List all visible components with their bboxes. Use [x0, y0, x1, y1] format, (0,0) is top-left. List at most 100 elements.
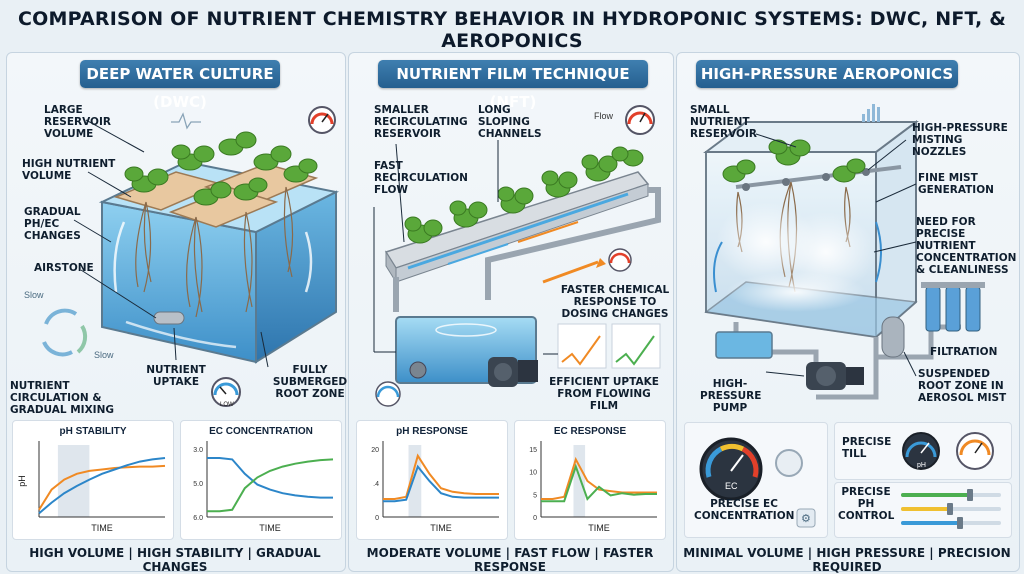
label-precise-ec: PRECISE EC CONCENTRATION	[694, 498, 795, 522]
aero-pump-icon	[806, 362, 864, 390]
series-line-1	[38, 457, 166, 515]
label-efficient-uptake: EFFICIENT UPTAKE FROM FLOWING FILM	[549, 376, 659, 412]
ph-gauge-label: pH	[917, 462, 926, 469]
ph-slider-thumb[interactable]	[967, 489, 973, 501]
ph-slider-thumb[interactable]	[947, 503, 953, 515]
aero-reservoir	[715, 331, 773, 359]
slow-label: Slow	[94, 350, 114, 360]
chart-ph-stability-box: pH STABILITY TIME pH	[12, 420, 174, 540]
label-smaller-reservoir: SMALLER RECIRCULATING RESERVOIR	[374, 104, 468, 140]
label-gradual-changes: GRADUAL pH/EC CHANGES	[24, 206, 81, 242]
chart-ec-response-box: EC RESPONSE TIME 15 10 5 0	[514, 420, 666, 540]
label-fine-mist: FINE MIST GENERATION	[918, 172, 994, 196]
label-long-sloping-channels: LONG SLOPING CHANNELS	[478, 104, 542, 140]
ph-sliders	[901, 489, 1001, 529]
series-line-0	[38, 464, 166, 511]
nft-pump-icon	[488, 357, 538, 387]
label-nutrient-uptake: NUTRIENT UPTAKE	[146, 364, 206, 388]
dwc-roots	[135, 186, 294, 318]
series-line-0	[541, 456, 657, 500]
footer-dwc: HIGH VOLUME | HIGH STABILITY | GRADUAL C…	[29, 546, 321, 574]
label-large-reservoir: LARGE RESERVOIR VOLUME	[44, 104, 111, 140]
chart-shade	[573, 445, 586, 517]
label-small-nutrient-reservoir: SMALL NUTRIENT RESERVOIR	[690, 104, 757, 140]
dwc-gauge-icon	[308, 106, 336, 134]
y-axis-label: pH	[17, 475, 27, 487]
chart-title: pH STABILITY	[59, 426, 126, 437]
y-tick-label: 6.0	[193, 515, 203, 522]
footer-nft: MODERATE VOLUME | FAST FLOW | FASTER RES…	[366, 546, 654, 574]
series-line-1	[541, 463, 657, 503]
chart-ec-concentration-box: EC CONCENTRATION TIME 3.0 5.0 6.0	[180, 420, 342, 540]
label-circulation: NUTRIENT CIRCULATION & GRADUAL MIXING	[10, 380, 114, 416]
label-need-precise: NEED FOR PRECISE NUTRIENT CONCENTRATION …	[916, 216, 1017, 276]
low-gauge-icon: LOW	[211, 377, 241, 408]
response-gauge-icon	[608, 248, 632, 272]
misting-bar	[735, 165, 902, 189]
bottom-gauge-icon	[375, 381, 401, 407]
chart-ec-response: EC RESPONSE TIME 15 10 5 0	[529, 426, 657, 533]
chart-ec-concentration: EC CONCENTRATION TIME 3.0 5.0 6.0	[193, 426, 334, 533]
page-title: COMPARISON OF NUTRIENT CHEMISTRY BEHAVIO…	[17, 8, 1006, 52]
y-tick-label: .4	[373, 481, 379, 488]
aero-illustration	[703, 104, 985, 400]
ph-control-panel	[834, 482, 1012, 538]
chart-title: EC RESPONSE	[554, 426, 627, 437]
label-airstone: AIRSTONE	[34, 262, 94, 274]
label-precise-ph: PRECISE pH CONTROL	[838, 486, 895, 522]
label-precise-till: PRECISE TILL	[842, 436, 892, 460]
x-axis-label: TIME	[588, 523, 610, 533]
ec-control-panel: EC ⚙	[684, 422, 828, 538]
settings-icon[interactable]	[796, 508, 816, 528]
series-line-1	[207, 458, 334, 513]
aero-plants	[722, 139, 866, 183]
nft-valve-icon	[409, 361, 427, 379]
slow-label: Slow	[24, 290, 44, 300]
ec-knob[interactable]	[775, 449, 803, 477]
panel-title-dwc: DEEP WATER CULTURE (DWC)	[80, 60, 280, 111]
y-tick-label: 0	[533, 515, 537, 522]
ec-gauge-graphic: EC ⚙	[699, 437, 816, 528]
series-line-1	[383, 464, 499, 503]
y-tick-label: 5	[533, 492, 537, 499]
label-suspended-root-zone: SUSPENDED ROOT ZONE IN AEROSOL MIST	[918, 368, 1007, 404]
svg-text:LOW: LOW	[220, 402, 234, 408]
x-axis-label: TIME	[91, 523, 113, 533]
circulation-icon	[42, 308, 88, 357]
y-tick-label: 20	[371, 447, 379, 454]
y-tick-label: 10	[529, 470, 537, 477]
label-misting-nozzles: HIGH-PRESSURE MISTING NOZZLES	[912, 122, 1008, 158]
series-line-0	[207, 457, 333, 499]
response-arrow	[542, 260, 599, 284]
nft-return-pipe	[485, 187, 661, 300]
ph-gauges-graphic: pH	[902, 432, 994, 470]
label-high-pressure-pump: HIGH-PRESSURE PUMP	[700, 378, 762, 414]
x-axis-label: TIME	[259, 523, 281, 533]
pulse-icon	[171, 112, 201, 130]
chart-title: pH RESPONSE	[396, 426, 468, 437]
y-tick-label: 3.0	[193, 447, 203, 454]
label-high-nutrient-volume: HIGH NUTRIENT VOLUME	[22, 158, 116, 182]
dwc-illustration: Slow Slow LOW	[24, 106, 340, 408]
chart-title: EC CONCENTRATION	[209, 426, 313, 437]
y-tick-label: 0	[375, 515, 379, 522]
bar-chart-icon	[862, 104, 880, 122]
dwc-plants	[124, 131, 318, 206]
chart-shade	[408, 445, 422, 517]
label-fast-recirculation: FAST RECIRCULATION FLOW	[374, 160, 468, 196]
airstone	[153, 311, 185, 325]
nft-plants	[404, 146, 644, 244]
mini-trend-charts	[557, 323, 661, 369]
ph-slider-thumb[interactable]	[957, 517, 963, 529]
svg-text:Flow: Flow	[594, 111, 614, 121]
label-submerged-root-zone: FULLY SUBMERGED ROOT ZONE	[272, 364, 348, 400]
y-tick-label: 5.0	[193, 481, 203, 488]
nft-illustration: Flow	[373, 105, 661, 407]
filtration-icon	[921, 282, 985, 332]
till-control-panel: pH	[834, 422, 1012, 480]
pressure-tank-icon	[881, 316, 905, 358]
y-tick-label: 15	[529, 447, 537, 454]
footer-aero: MINIMAL VOLUME | HIGH PRESSURE | PRECISI…	[683, 546, 1011, 574]
label-faster-response: FASTER CHEMICAL RESPONSE TO DOSING CHANG…	[560, 284, 670, 320]
